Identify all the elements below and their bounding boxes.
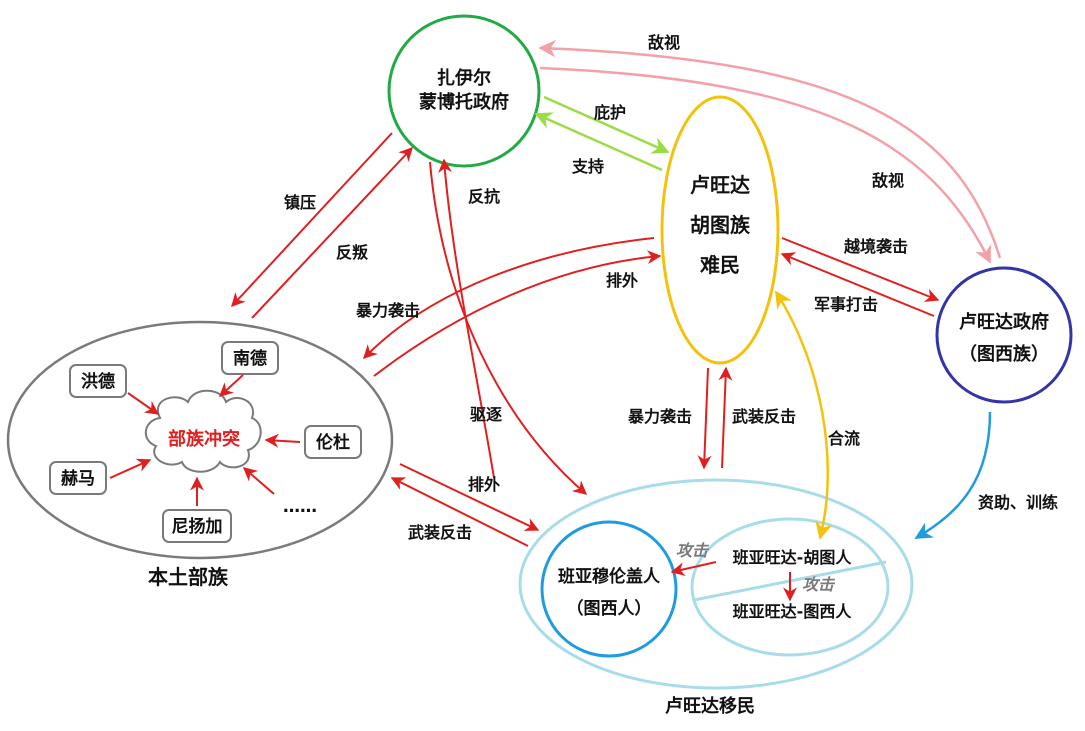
tribe-more: ……	[283, 497, 317, 517]
arrow-shelter	[543, 95, 670, 154]
label-hostile1: 敌视	[648, 33, 680, 52]
arrow-more	[242, 467, 275, 495]
tribe-box-hongde	[69, 364, 127, 398]
tribe-lendu: 伦杜	[316, 432, 350, 453]
banyarwanda-tutsi: 班亚旺达-图西人	[733, 602, 853, 621]
arrow-aid-train	[914, 411, 992, 540]
label-aid-train: 资助、训练	[978, 493, 1058, 512]
banyarwanda-hutu: 班亚旺达-胡图人	[733, 548, 853, 567]
attack-label-2: 攻击	[802, 575, 836, 594]
label-resist: 反抗	[468, 187, 500, 206]
immigrants-title: 卢旺达移民	[665, 695, 755, 717]
tribe-hongde: 洪德	[81, 371, 115, 392]
arrow-expel	[429, 161, 588, 495]
label-cross-border: 越境袭击	[843, 237, 908, 256]
label-support: 支持	[571, 157, 604, 176]
refugees-line3: 难民	[699, 253, 740, 277]
native-title: 本土部族	[148, 565, 229, 589]
label-armed-counter2: 武装反击	[408, 523, 472, 542]
arrow-attack-banyamulenge	[670, 561, 717, 577]
refugees-node: 卢旺达 胡图族 难民	[660, 95, 780, 365]
rwanda-gov-line1: 卢旺达政府	[959, 311, 1049, 333]
arrow-support	[534, 112, 663, 172]
arrow-violent-attack-immigrants	[697, 367, 712, 470]
label-shelter: 庇护	[594, 103, 626, 122]
arrow-suppress	[231, 132, 393, 308]
arrow-resist	[438, 158, 495, 479]
rwanda-gov-line2: （图西族）	[959, 343, 1049, 365]
arrow-hostile-rwanda-zaire	[538, 39, 1002, 259]
attack-label-1: 攻击	[676, 541, 710, 560]
tribe-hema: 赫马	[61, 468, 95, 489]
refugees-line1: 卢旺达	[690, 173, 750, 197]
arrow-rebel	[251, 146, 413, 319]
arrow-violent-attack-native	[363, 237, 655, 360]
arrow-merge	[774, 290, 833, 540]
tribe-nyanga: 尼扬加	[172, 516, 223, 537]
arrow-exclude-immigrants	[399, 463, 540, 531]
label-exclude2: 排外	[468, 475, 500, 494]
arrow-hongde	[127, 392, 160, 415]
arrow-armed-counter-native	[390, 477, 529, 547]
label-rebel: 反叛	[336, 243, 368, 262]
tribe-box-hema	[49, 461, 107, 495]
tribe-box-lendu	[304, 425, 362, 459]
immigrants-node: 班亚穆伦盖人 （图西人） 班亚旺达-胡图人 班亚旺达-图西人 攻击 攻击 卢旺达…	[518, 478, 914, 717]
arrow-hostile-zaire-rwanda	[539, 66, 992, 264]
arrow-armed-counter-refugees	[718, 366, 733, 469]
banyamulenge-line2: （图西人）	[567, 598, 652, 619]
label-hostile2: 敌视	[872, 171, 904, 190]
banyamulenge-circle	[540, 520, 678, 658]
arrow-nande	[218, 374, 244, 397]
tribe-nande: 南德	[233, 348, 267, 369]
label-suppress: 镇压	[284, 193, 316, 212]
arrow-exclude-refugees	[373, 250, 662, 377]
label-merge: 合流	[828, 429, 860, 448]
zaire-line1: 扎伊尔	[437, 67, 491, 89]
arrow-hema	[109, 458, 152, 479]
banyamulenge-line1: 班亚穆伦盖人	[558, 566, 661, 587]
label-violent-attack2: 暴力袭击	[627, 407, 692, 426]
tribal-conflict-cloud	[145, 389, 262, 473]
label-violent-attack1: 暴力袭击	[355, 301, 420, 320]
label-military-strike: 军事打击	[814, 295, 878, 314]
tribe-box-nyanga	[162, 509, 232, 543]
refugees-line2: 胡图族	[690, 213, 751, 237]
zaire-node: 扎伊尔 蒙博托政府	[387, 14, 541, 168]
zaire-line2: 蒙博托政府	[419, 91, 509, 113]
arrow-military-strike	[780, 252, 935, 317]
label-expel: 驱逐	[470, 405, 502, 424]
rwanda-gov-node: 卢旺达政府 （图西族）	[935, 266, 1073, 404]
tribe-box-nande	[221, 341, 279, 375]
tribal-conflict-label: 部族冲突	[168, 428, 240, 450]
label-exclude1: 排外	[606, 271, 638, 290]
arrow-lendu	[264, 433, 301, 448]
native-tribes-node: 部族冲突 洪德 南德 伦杜 赫马 尼扬加 …… 本土部族	[6, 320, 394, 589]
label-armed-counter1: 武装反击	[732, 407, 796, 426]
arrow-cross-border	[781, 237, 940, 302]
